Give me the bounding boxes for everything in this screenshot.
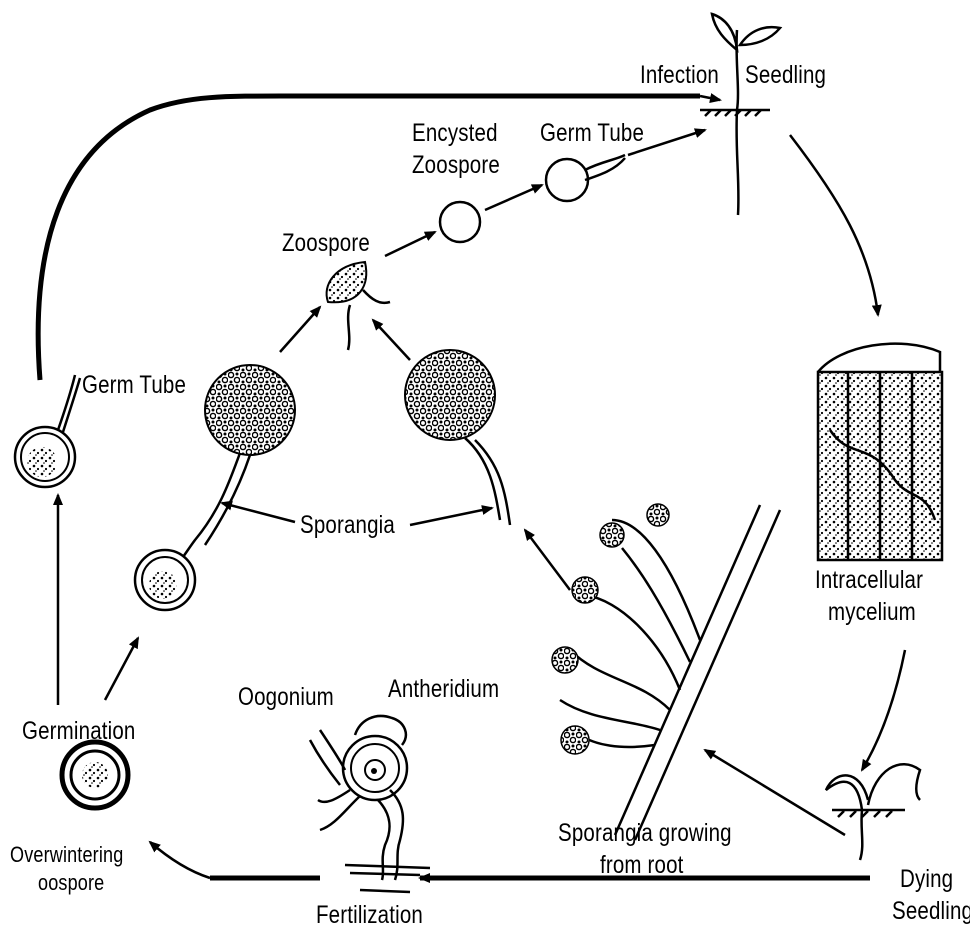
encysted-zoospore-drawing xyxy=(440,202,480,242)
label-seedling: Seedling xyxy=(745,60,826,90)
label-overwintering-1: Overwintering xyxy=(10,842,123,868)
arrow-root-to-sporangium xyxy=(525,530,570,590)
arrow-sporangia-left xyxy=(222,503,295,522)
label-overwintering-2: oospore xyxy=(38,870,104,896)
arrow-encysted-to-germ-tube xyxy=(485,185,542,210)
label-seedling-dying: Seedling xyxy=(892,896,970,926)
label-intracellular-1: Intracellular xyxy=(815,565,923,595)
label-encysted-zoospore-2: Zoospore xyxy=(412,150,500,180)
arrow-left-sporangium-to-zoospore xyxy=(280,307,320,352)
label-infection: Infection xyxy=(640,60,719,90)
root-with-sporangia-drawing xyxy=(552,504,780,840)
label-germ-tube-top: Germ Tube xyxy=(540,118,644,148)
intracellular-mycelium-drawing xyxy=(818,344,942,560)
sporangium-right-drawing xyxy=(405,350,510,525)
arrow-mycelium-to-dying xyxy=(862,650,905,770)
arrow-germination-to-oospore xyxy=(105,638,138,700)
arrow-right-sporangium-to-zoospore xyxy=(373,320,410,360)
overwintering-oospore-drawing xyxy=(62,742,128,808)
arrow-sporangia-right xyxy=(410,508,492,525)
label-intracellular-2: mycelium xyxy=(828,597,916,627)
label-sporangia-root-2: from root xyxy=(600,850,683,880)
arrow-zoospore-to-encysted xyxy=(385,232,435,256)
label-dying: Dying xyxy=(900,864,953,894)
sporangium-left-drawing xyxy=(170,365,295,563)
label-antheridium: Antheridium xyxy=(388,674,499,704)
label-sporangia: Sporangia xyxy=(300,510,395,540)
label-sporangia-root-1: Sporangia growing xyxy=(558,818,732,848)
label-oogonium: Oogonium xyxy=(238,682,334,712)
dying-seedling-drawing xyxy=(826,764,920,860)
arrow-seedling-to-mycelium xyxy=(790,135,878,315)
germinating-oospore-drawing xyxy=(135,550,195,610)
seedling-drawing xyxy=(700,14,780,215)
label-fertilization: Fertilization xyxy=(316,900,423,930)
label-zoospore: Zoospore xyxy=(282,228,370,258)
germ-tube-top-drawing xyxy=(546,155,625,201)
label-germination: Germination xyxy=(22,716,135,746)
label-encysted-zoospore-1: Encysted xyxy=(412,118,498,148)
germ-tube-left-drawing xyxy=(15,375,80,487)
fertilization-drawing xyxy=(310,716,430,892)
label-germ-tube-left: Germ Tube xyxy=(82,370,186,400)
cycle-arrow-bottom xyxy=(150,842,870,878)
zoospore-drawing xyxy=(327,262,390,350)
